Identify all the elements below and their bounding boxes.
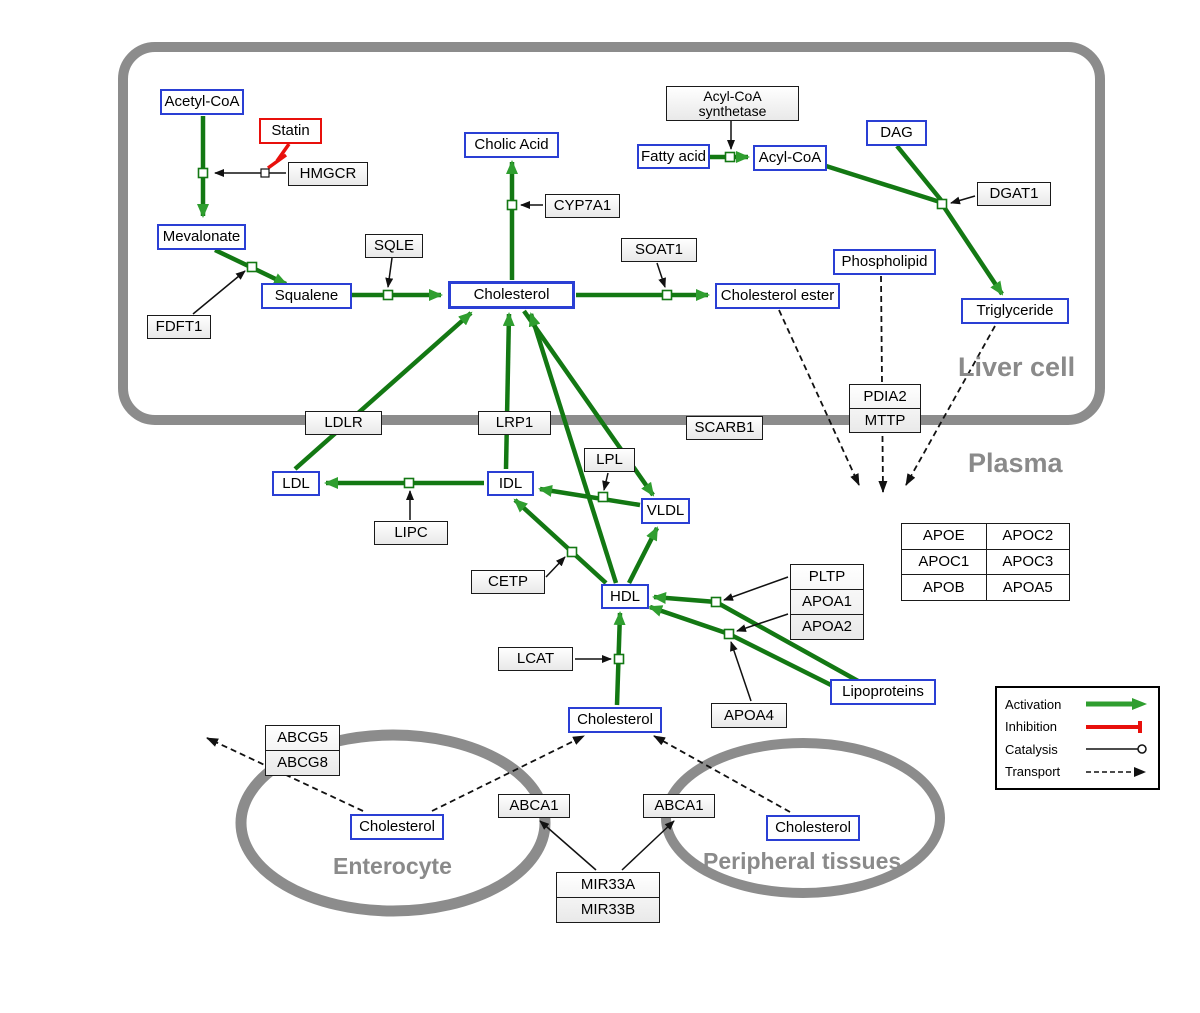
node-pdia2[interactable]: PDIA2 bbox=[863, 387, 907, 405]
node-fdft1[interactable]: FDFT1 bbox=[147, 315, 211, 339]
node-cholesterol-peripheral[interactable]: Cholesterol bbox=[766, 815, 860, 841]
legend-transport-label: Transport bbox=[1005, 764, 1061, 780]
inhibition-edge bbox=[266, 142, 291, 170]
node-vldl[interactable]: VLDL bbox=[641, 498, 690, 524]
liver-cell-label: Liver cell bbox=[958, 352, 1076, 382]
node-apolipoprotein-table[interactable]: APOE APOC2 APOC1 APOC3 APOB APOA5 bbox=[901, 523, 1070, 601]
catalysis-circle-icon bbox=[1086, 744, 1147, 755]
node-acyl-coa-synthetase[interactable]: Acyl-CoA synthetase bbox=[666, 86, 799, 121]
node-apoc2[interactable]: APOC2 bbox=[985, 524, 1069, 549]
node-triglyceride[interactable]: Triglyceride bbox=[961, 298, 1069, 324]
node-lrp1[interactable]: LRP1 bbox=[478, 411, 551, 435]
node-lpl[interactable]: LPL bbox=[584, 448, 635, 472]
liver-cell-membrane bbox=[118, 42, 1105, 425]
node-abcg8[interactable]: ABCG8 bbox=[266, 750, 339, 775]
node-mir33a-mir33b[interactable]: MIR33A MIR33B bbox=[556, 872, 660, 923]
node-dgat1[interactable]: DGAT1 bbox=[977, 182, 1051, 206]
node-pdia2-mttp[interactable]: PDIA2 MTTP bbox=[849, 384, 921, 433]
catalysis-edges bbox=[192, 121, 976, 871]
transport-arrow-icon bbox=[1086, 766, 1146, 777]
node-idl[interactable]: IDL bbox=[487, 471, 534, 496]
node-apoa2[interactable]: APOA2 bbox=[791, 614, 863, 639]
node-abcg5[interactable]: ABCG5 bbox=[277, 729, 328, 747]
node-cetp[interactable]: CETP bbox=[471, 570, 545, 594]
node-pltp[interactable]: PLTP bbox=[808, 568, 846, 586]
peripheral-tissues-label: Peripheral tissues bbox=[703, 848, 902, 874]
node-apoa5[interactable]: APOA5 bbox=[985, 574, 1069, 600]
node-squalene[interactable]: Squalene bbox=[261, 283, 352, 309]
node-abcg5-abcg8[interactable]: ABCG5 ABCG8 bbox=[265, 725, 340, 776]
reaction-nodes bbox=[197, 151, 948, 665]
node-apoc3[interactable]: APOC3 bbox=[985, 548, 1069, 575]
acyl-coa-synthetase-line2: synthetase bbox=[698, 102, 767, 119]
node-statin[interactable]: Statin bbox=[259, 118, 322, 144]
node-mttp[interactable]: MTTP bbox=[850, 408, 920, 432]
node-cholesterol-enterocyte[interactable]: Cholesterol bbox=[350, 814, 444, 840]
node-lcat[interactable]: LCAT bbox=[498, 647, 573, 671]
node-hdl[interactable]: HDL bbox=[601, 584, 649, 609]
legend: Activation Inhibition Catalysis Transpor… bbox=[995, 686, 1160, 790]
legend-activation-row: Activation bbox=[1005, 694, 1150, 714]
node-apob[interactable]: APOB bbox=[902, 574, 986, 600]
node-ldlr[interactable]: LDLR bbox=[305, 411, 382, 435]
node-acetyl-coa[interactable]: Acetyl-CoA bbox=[160, 89, 244, 115]
legend-transport-row: Transport bbox=[1005, 762, 1150, 782]
transport-edges bbox=[206, 275, 996, 813]
node-mir33a[interactable]: MIR33A bbox=[580, 876, 636, 894]
node-apoc1[interactable]: APOC1 bbox=[902, 548, 986, 575]
node-fatty-acid[interactable]: Fatty acid bbox=[637, 144, 710, 169]
activation-edges bbox=[197, 116, 1004, 706]
inhibition-tbar-icon bbox=[1086, 720, 1142, 733]
node-hmgcr[interactable]: HMGCR bbox=[288, 162, 368, 186]
node-cholesterol-liver[interactable]: Cholesterol bbox=[448, 281, 575, 309]
node-cholesterol-plasma[interactable]: Cholesterol bbox=[568, 707, 662, 733]
enterocyte-label: Enterocyte bbox=[333, 853, 452, 879]
node-apoe[interactable]: APOE bbox=[902, 524, 986, 549]
node-lipc[interactable]: LIPC bbox=[374, 521, 448, 545]
node-sqle[interactable]: SQLE bbox=[365, 234, 423, 258]
node-scarb1[interactable]: SCARB1 bbox=[686, 416, 763, 440]
legend-catalysis-row: Catalysis bbox=[1005, 739, 1150, 759]
node-cholesterol-ester[interactable]: Cholesterol ester bbox=[715, 283, 840, 309]
node-lipoproteins[interactable]: Lipoproteins bbox=[830, 679, 936, 705]
activation-arrow-icon bbox=[1086, 698, 1147, 710]
node-abca1-right[interactable]: ABCA1 bbox=[643, 794, 715, 818]
legend-inhibition-row: Inhibition bbox=[1005, 717, 1150, 737]
node-apoa4[interactable]: APOA4 bbox=[711, 703, 787, 728]
node-apoa1[interactable]: APOA1 bbox=[791, 589, 863, 614]
acyl-coa-synthetase-line1: Acyl-CoA bbox=[703, 87, 762, 104]
node-cholic-acid[interactable]: Cholic Acid bbox=[464, 132, 559, 158]
node-mevalonate[interactable]: Mevalonate bbox=[157, 224, 246, 250]
node-ldl[interactable]: LDL bbox=[272, 471, 320, 496]
legend-catalysis-label: Catalysis bbox=[1005, 741, 1058, 757]
plasma-label: Plasma bbox=[968, 448, 1063, 478]
node-cyp7a1[interactable]: CYP7A1 bbox=[545, 194, 620, 218]
node-abca1-left[interactable]: ABCA1 bbox=[498, 794, 570, 818]
node-pltp-apoa1-apoa2[interactable]: PLTP APOA1 APOA2 bbox=[790, 564, 864, 640]
node-acyl-coa[interactable]: Acyl-CoA bbox=[753, 145, 827, 171]
node-soat1[interactable]: SOAT1 bbox=[621, 238, 697, 262]
peripheral-tissues-membrane bbox=[661, 738, 945, 898]
legend-activation-label: Activation bbox=[1005, 696, 1062, 712]
legend-inhibition-label: Inhibition bbox=[1005, 719, 1058, 735]
node-dag[interactable]: DAG bbox=[866, 120, 927, 146]
node-phospholipid[interactable]: Phospholipid bbox=[833, 249, 936, 275]
hmgcr-anchor-node bbox=[260, 168, 270, 178]
node-mir33b[interactable]: MIR33B bbox=[557, 897, 659, 922]
